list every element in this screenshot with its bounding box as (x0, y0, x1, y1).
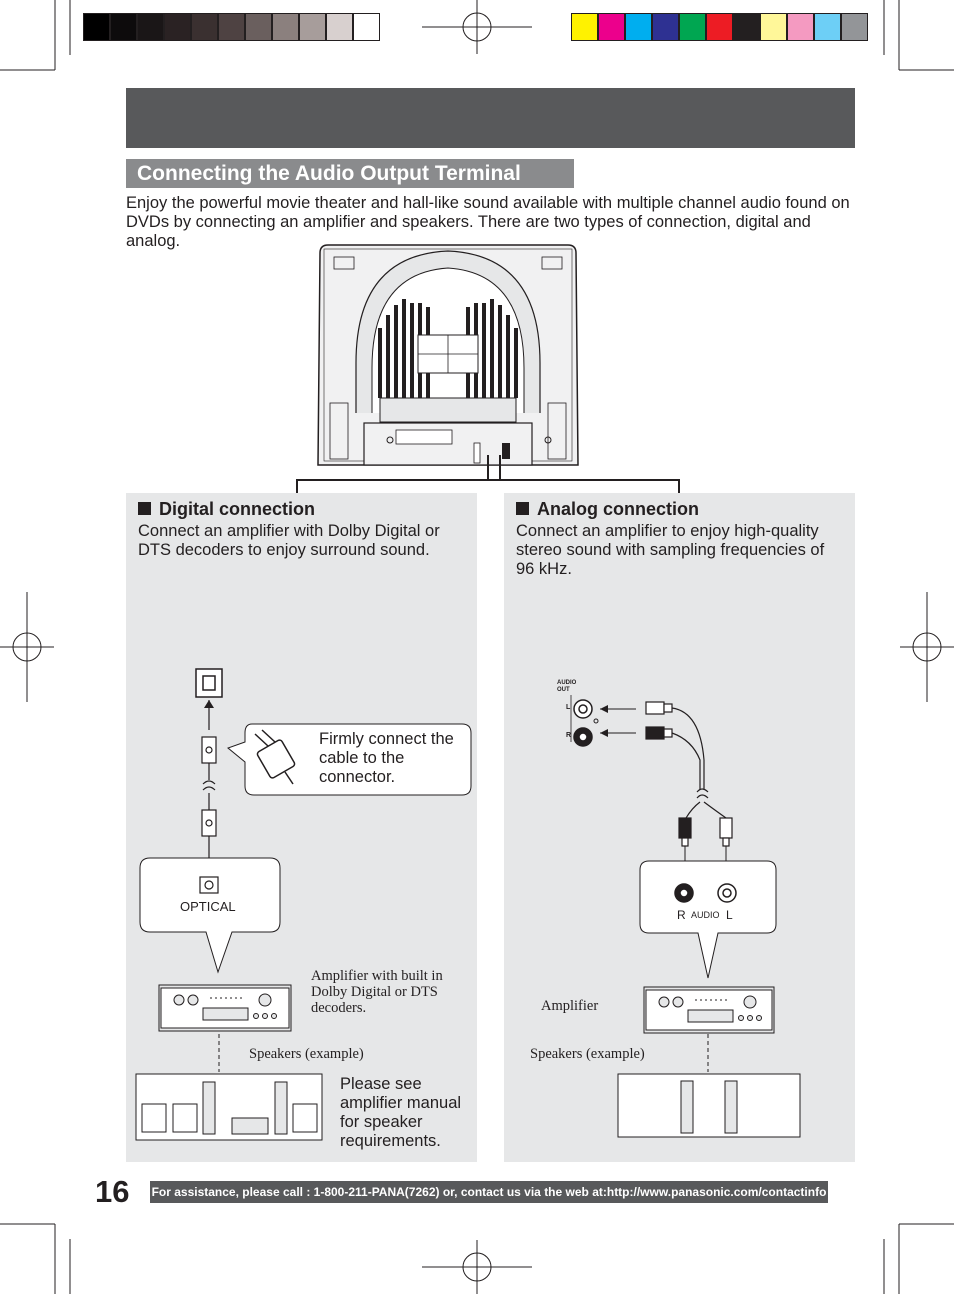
optical-port-icon (195, 668, 223, 698)
speaker-note: Please see amplifier manual for speaker … (340, 1075, 462, 1150)
bullet-square-icon (516, 502, 529, 515)
analog-speakers-label: Speakers (example) (530, 1046, 645, 1062)
jack-r-label: R (677, 908, 686, 922)
color-swatch (83, 13, 110, 41)
color-swatch (191, 13, 218, 41)
analog-heading-label: Analog connection (537, 499, 699, 519)
color-swatch (706, 13, 733, 41)
color-swatch (571, 13, 598, 41)
color-swatch (598, 13, 625, 41)
optical-plug-icon (201, 736, 217, 837)
header-bar (126, 88, 855, 148)
assistance-footer: For assistance, please call : 1-800-211-… (150, 1181, 828, 1203)
analog-description: Connect an amplifier to enjoy high-quali… (516, 522, 825, 578)
jack-audio-label: AUDIO (691, 910, 720, 920)
color-swatch (218, 13, 245, 41)
color-swatch (137, 13, 164, 41)
jack-l-label: L (726, 908, 733, 922)
rca-plug-icon (678, 817, 733, 847)
analog-heading: Analog connection (516, 499, 699, 519)
color-swatch (245, 13, 272, 41)
color-swatch (353, 13, 380, 41)
color-swatch (652, 13, 679, 41)
color-swatch (679, 13, 706, 41)
page-number: 16 (95, 1174, 130, 1209)
optical-plug-icon (254, 729, 296, 785)
amplifier-icon (158, 984, 292, 1032)
bullet-square-icon (138, 502, 151, 515)
color-swatch (814, 13, 841, 41)
color-swatch (110, 13, 137, 41)
digital-connection-panel (126, 493, 477, 1162)
color-swatch (326, 13, 353, 41)
section-title: Connecting the Audio Output Terminal (126, 159, 574, 188)
amplifier-icon (643, 986, 775, 1034)
digital-heading-label: Digital connection (159, 499, 316, 519)
color-swatch (272, 13, 299, 41)
rca-jack-icon (573, 699, 593, 747)
color-swatch (787, 13, 814, 41)
optical-jack-label: OPTICAL (180, 899, 236, 914)
audio-out-label: AUDIO OUT (557, 680, 577, 693)
audio-out-l-label: L (566, 704, 571, 711)
color-swatch (625, 13, 652, 41)
color-swatch (760, 13, 787, 41)
speaker-icon (141, 1081, 318, 1135)
rca-plug-icon (645, 701, 673, 740)
intro-text: Enjoy the powerful movie theater and hal… (126, 194, 850, 250)
color-swatch (733, 13, 760, 41)
audio-out-r-label: R (566, 732, 572, 739)
digital-amp-label: Amplifier with built in Dolby Digital or… (311, 968, 443, 1016)
digital-speakers-label: Speakers (example) (249, 1046, 364, 1062)
digital-callout-text: Firmly connect the cable to the connecto… (319, 730, 454, 786)
digital-heading: Digital connection (138, 499, 315, 519)
color-swatch (299, 13, 326, 41)
analog-amp-label: Amplifier (541, 998, 599, 1014)
speaker-icon (680, 1080, 738, 1134)
color-swatch (164, 13, 191, 41)
optical-jack-icon (199, 876, 219, 894)
digital-description: Connect an amplifier with Dolby Digital … (138, 522, 440, 559)
tv-rear-icon (317, 244, 579, 466)
rca-jack-icon (674, 883, 737, 903)
color-swatch (841, 13, 868, 41)
